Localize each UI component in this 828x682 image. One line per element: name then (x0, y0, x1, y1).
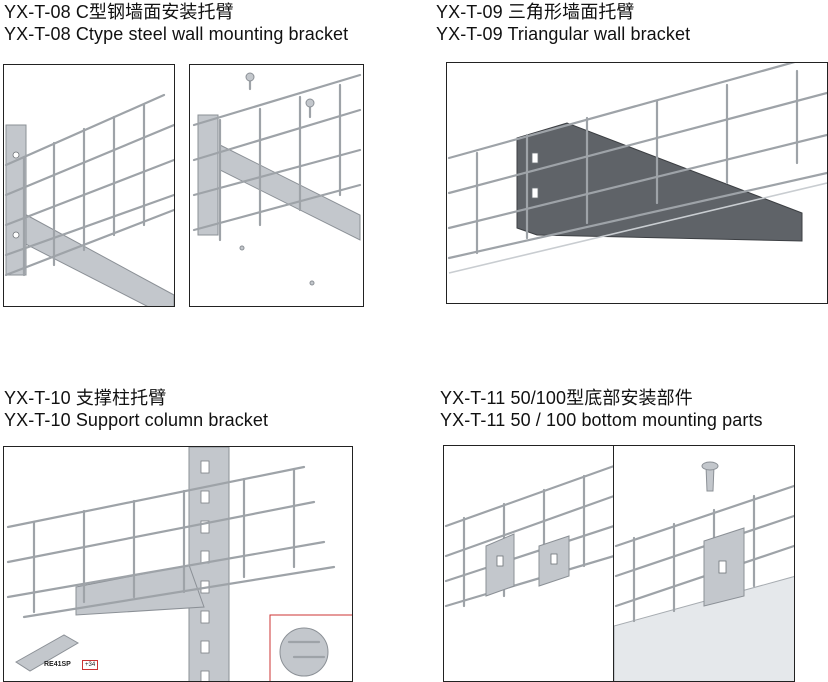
photo-c-bracket-assembled (3, 64, 175, 307)
bottom-mount-left-illustration (444, 465, 613, 608)
caption-yx-t-11-cn: YX-T-11 50/100型底部安装部件 (440, 388, 693, 408)
photo-c-bracket-exploded (189, 64, 364, 307)
caption-yx-t-08-en: YX-T-08 Ctype steel wall mounting bracke… (4, 24, 349, 44)
c-bracket-illustration (4, 93, 174, 306)
caption-yx-t-09-cn: YX-T-09 三角形墙面托臂 (436, 2, 635, 22)
quantity-badge: +34 (82, 660, 99, 670)
photo-bottom-mount-right (613, 445, 795, 682)
caption-yx-t-11-en: YX-T-11 50 / 100 bottom mounting parts (440, 410, 763, 430)
triangular-bracket-illustration (447, 63, 827, 274)
bottom-mount-right-illustration (614, 461, 794, 681)
caption-yx-t-10-cn: YX-T-10 支撑柱托臂 (4, 388, 167, 408)
photo-bottom-mount-left (443, 445, 614, 682)
photo-triangular-bracket (446, 62, 828, 304)
c-bracket-exploded-illustration (192, 72, 362, 286)
caption-yx-t-09-en: YX-T-09 Triangular wall bracket (436, 24, 691, 44)
support-column-illustration (6, 447, 352, 681)
rail-part-label: RE41SP (44, 661, 71, 668)
photo-support-column-bracket: RE41SP +34 (3, 446, 353, 682)
caption-yx-t-08-cn: YX-T-08 C型钢墙面安装托臂 (4, 2, 234, 22)
caption-yx-t-10-en: YX-T-10 Support column bracket (4, 410, 269, 430)
